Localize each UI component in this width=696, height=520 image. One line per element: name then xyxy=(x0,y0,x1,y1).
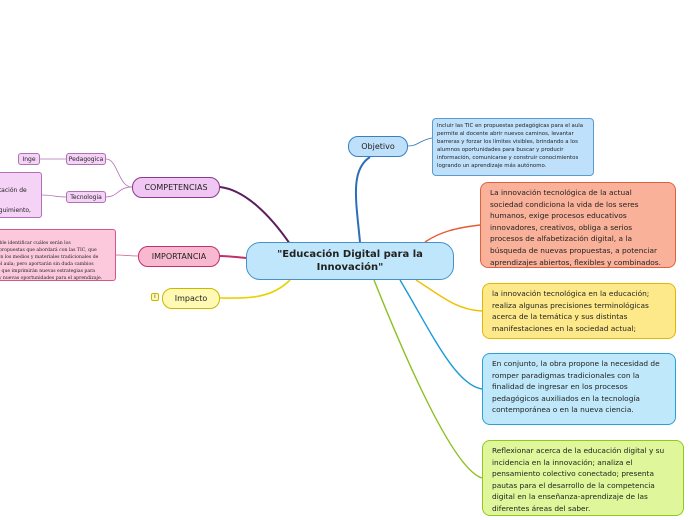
link-competencias xyxy=(219,186,291,245)
central-topic-label: "Educación Digital para la Innovación" xyxy=(277,249,423,273)
link-tec-note xyxy=(41,194,67,198)
subtopic-tecnologia[interactable]: Tecnologia xyxy=(66,191,106,203)
link-objetivo xyxy=(355,156,371,243)
link-card3 xyxy=(399,279,483,390)
topic-importancia-label: IMPORTANCIA xyxy=(151,252,207,261)
subtopic-pedagogica[interactable]: Pedagogica xyxy=(66,153,106,165)
impacto-marker-label: i xyxy=(154,294,156,300)
link-impacto xyxy=(219,279,291,299)
card-reflexionar[interactable]: Reflexionar acerca de la educación digit… xyxy=(482,440,684,516)
card-text: En conjunto, la obra propone la necesida… xyxy=(492,359,660,415)
card-text: Reflexionar acerca de la educación digit… xyxy=(492,446,665,513)
tecnologia-note[interactable]: tación de eguimiento, , xyxy=(0,172,42,218)
topic-competencias-label: COMPETENCIAS xyxy=(144,183,208,192)
link-tecnologia xyxy=(105,186,133,198)
subtopic-tecnologia-label: Tecnologia xyxy=(70,193,102,201)
tecnologia-note-text: tación de eguimiento, , xyxy=(0,187,31,214)
topic-impacto[interactable]: Impacto xyxy=(162,288,220,309)
subtopic-inge-label: Inge xyxy=(22,155,36,163)
subtopic-inge[interactable]: Inge xyxy=(18,153,40,165)
link-pedagogica xyxy=(105,158,133,188)
link-card1 xyxy=(424,224,481,243)
card-text: La innovación tecnológica de la actual s… xyxy=(490,188,661,267)
link-card4 xyxy=(373,279,483,479)
card-romper-paradigmas[interactable]: En conjunto, la obra propone la necesida… xyxy=(482,353,676,425)
objetivo-note-text: Incluir las TIC en propuestas pedagógica… xyxy=(437,123,584,169)
topic-impacto-label: Impacto xyxy=(174,294,208,303)
topic-competencias[interactable]: COMPETENCIAS xyxy=(132,177,220,198)
topic-objetivo-label: Objetivo xyxy=(361,142,395,151)
card-text: la innovación tecnológica en la educació… xyxy=(492,289,650,333)
topic-objetivo[interactable]: Objetivo xyxy=(348,136,408,157)
central-topic[interactable]: "Educación Digital para la Innovación" xyxy=(246,242,454,280)
importancia-note-text: ible identificar cuáles serán los y prop… xyxy=(0,241,103,281)
link-objetivo-note xyxy=(407,137,433,147)
topic-importancia[interactable]: IMPORTANCIA xyxy=(138,246,220,267)
subtopic-pedagogica-label: Pedagogica xyxy=(68,155,104,163)
impacto-marker-icon[interactable]: i xyxy=(151,293,159,301)
card-innovacion-educacion[interactable]: la innovación tecnológica en la educació… xyxy=(482,283,676,339)
card-innovacion-sociedad[interactable]: La innovación tecnológica de la actual s… xyxy=(480,182,676,268)
link-importancia xyxy=(219,255,247,259)
link-card2 xyxy=(415,279,483,312)
link-imp-note xyxy=(115,254,139,257)
importancia-note[interactable]: ible identificar cuáles serán los y prop… xyxy=(0,229,116,281)
objetivo-note[interactable]: Incluir las TIC en propuestas pedagógica… xyxy=(432,118,594,176)
